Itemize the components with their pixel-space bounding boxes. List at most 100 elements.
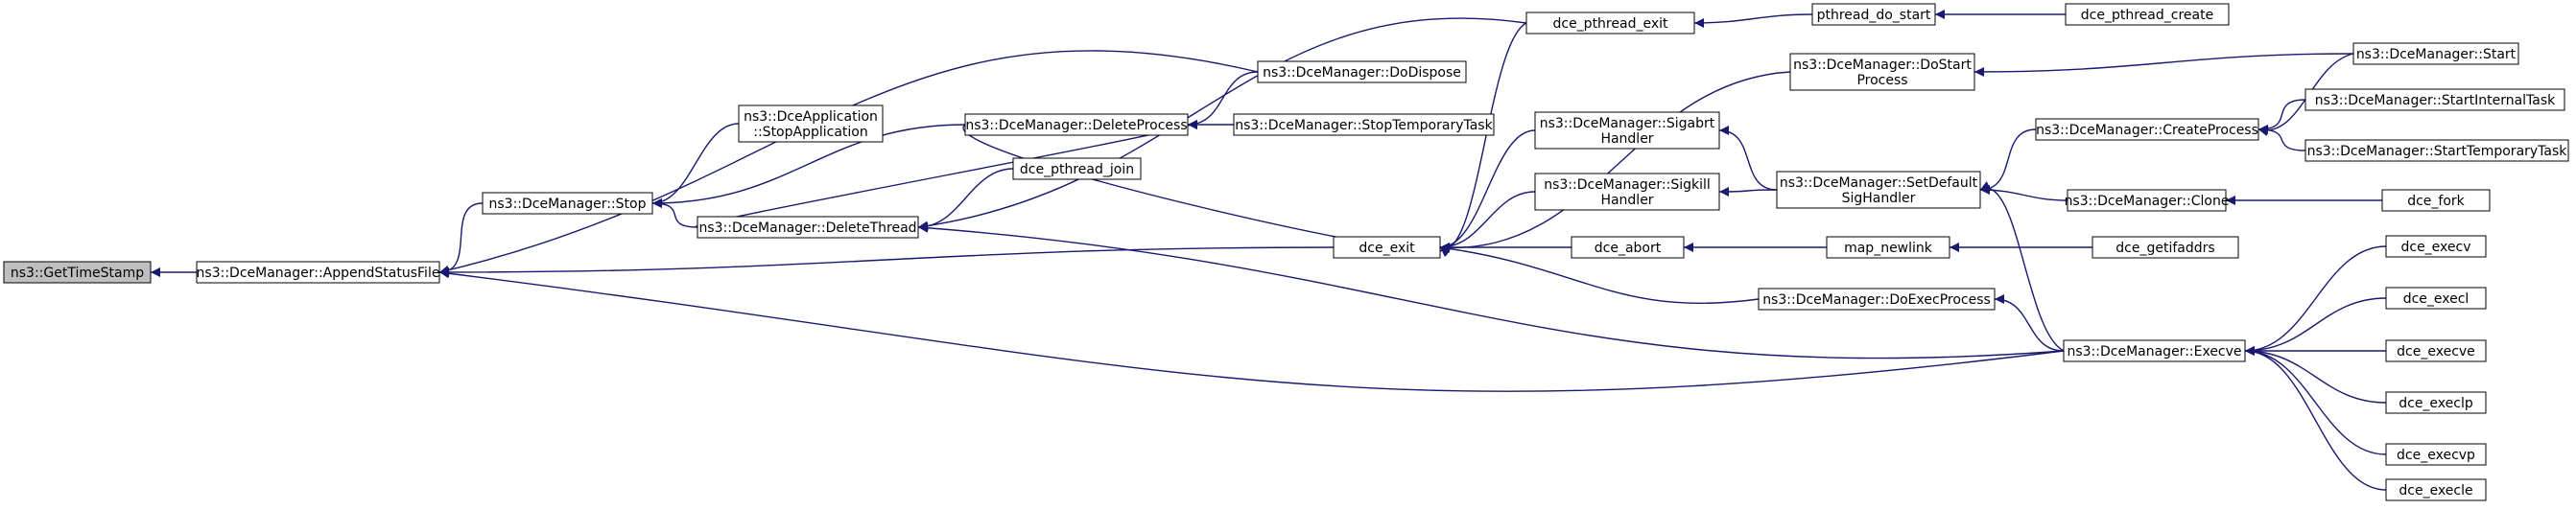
node-dce-execlp[interactable]: dce_execlp bbox=[2385, 391, 2487, 414]
node-dce-pthread-create[interactable]: dce_pthread_create bbox=[2065, 3, 2230, 26]
node-label: dce_abort bbox=[1595, 241, 1662, 256]
node-box bbox=[482, 192, 653, 215]
node-ns3-dcemanager-execve[interactable]: ns3::DceManager::Execve bbox=[2063, 339, 2246, 362]
node-label: ns3::DceManager::StartTemporaryTask bbox=[2307, 144, 2568, 159]
node-label: ns3::DceManager::DeleteProcess bbox=[965, 118, 1187, 133]
node-label: SigHandler bbox=[1842, 191, 1916, 206]
edge-n28-to-n27 bbox=[2244, 245, 2387, 356]
node-ns3-dcemanager-startinternaltask[interactable]: ns3::DceManager::StartInternalTask bbox=[2304, 88, 2565, 111]
node-box bbox=[1826, 236, 1950, 259]
node-label: ns3::DceManager::AppendStatusFile bbox=[197, 266, 440, 281]
node-label: dce_pthread_create bbox=[2081, 8, 2213, 23]
node-ns3-dcemanager-createprocess[interactable]: ns3::DceManager::CreateProcess bbox=[2035, 118, 2259, 141]
edge-n10-to-n9 bbox=[1439, 22, 1527, 256]
node-dce-exit[interactable]: dce_exit bbox=[1333, 236, 1441, 259]
node-label: map_newlink bbox=[1844, 241, 1933, 256]
edge-n16-to-n9 bbox=[1439, 191, 1536, 252]
node-box bbox=[738, 104, 884, 143]
node-label: dce_getifaddrs bbox=[2115, 241, 2214, 256]
node-dce-execve[interactable]: dce_execve bbox=[2385, 339, 2487, 362]
node-label: dce_pthread_join bbox=[1020, 162, 1134, 177]
node-label: ns3::DceManager::Stop bbox=[489, 197, 647, 212]
node-ns3-dcemanager-starttemporarytask[interactable]: ns3::DceManager::StartTemporaryTask bbox=[2304, 139, 2569, 162]
edge-n10-to-n8 bbox=[917, 17, 1527, 231]
node-dce-getifaddrs[interactable]: dce_getifaddrs bbox=[2092, 236, 2239, 259]
node-box bbox=[1534, 173, 1720, 211]
node-box bbox=[2304, 88, 2565, 111]
edge-n14-to-n13 bbox=[1973, 53, 2354, 77]
edge-n27-to-n1 bbox=[438, 268, 2065, 392]
node-dce-abort[interactable]: dce_abort bbox=[1571, 236, 1685, 259]
edge-arrow bbox=[651, 124, 966, 208]
edge-n15-to-n9 bbox=[1439, 129, 1536, 252]
node-label: pthread_do_start bbox=[1817, 8, 1931, 23]
node-label: dce_execl bbox=[2403, 291, 2470, 307]
node-label: ns3::DceManager::DeleteThread bbox=[698, 220, 916, 236]
node-ns3-dcemanager-deleteprocess[interactable]: ns3::DceManager::DeleteProcess bbox=[964, 113, 1189, 136]
node-label: ::StopApplication bbox=[753, 125, 868, 140]
node-dce-pthread-join[interactable]: dce_pthread_join bbox=[1012, 157, 1142, 180]
edge-n11-to-n10 bbox=[1693, 13, 1813, 28]
edge-arrow bbox=[1439, 129, 1536, 252]
node-box bbox=[697, 216, 919, 239]
edge-n17-to-n15 bbox=[1718, 126, 1778, 191]
node-ns3-dcemanager-dodispose[interactable]: ns3::DceManager::DoDispose bbox=[1257, 60, 1467, 83]
node-box bbox=[1333, 236, 1441, 259]
node-ns3-dcemanager-stoptemporarytask[interactable]: ns3::DceManager::StopTemporaryTask bbox=[1233, 113, 1495, 136]
edge-arrow bbox=[438, 246, 1335, 277]
node-box bbox=[2035, 118, 2259, 141]
node-ns3-dcemanager-start[interactable]: ns3::DceManager::Start bbox=[2352, 42, 2519, 65]
edge-n33-to-n27 bbox=[2244, 346, 2387, 491]
edge-n21-to-n17 bbox=[1979, 185, 2068, 201]
node-dce-execv[interactable]: dce_execv bbox=[2385, 235, 2487, 258]
edge-n5-to-n4 bbox=[651, 124, 966, 208]
node-dce-execl[interactable]: dce_execl bbox=[2385, 287, 2487, 310]
node-map-newlink[interactable]: map_newlink bbox=[1826, 236, 1950, 259]
node-dce-pthread-exit[interactable]: dce_pthread_exit bbox=[1525, 12, 1695, 35]
node-label: ns3::DceManager::StopTemporaryTask bbox=[1235, 118, 1493, 133]
node-label: ns3::DceManager::DoStart bbox=[1793, 58, 1972, 73]
node-box bbox=[1811, 3, 1936, 26]
edge-arrow bbox=[1979, 181, 2065, 352]
edge-arrow bbox=[1973, 53, 2354, 77]
node-pthread-do-start[interactable]: pthread_do_start bbox=[1811, 3, 1936, 26]
edge-arrow bbox=[651, 198, 698, 228]
node-ns3-dcemanager-clone[interactable]: ns3::DceManager::Clone bbox=[2065, 189, 2230, 212]
node-label: Handler bbox=[1600, 193, 1653, 208]
node-dce-execle[interactable]: dce_execle bbox=[2385, 478, 2487, 501]
edge-arrow bbox=[1439, 71, 1791, 253]
edge-arrow bbox=[1439, 191, 1536, 252]
node-dce-execvp[interactable]: dce_execvp bbox=[2385, 443, 2487, 466]
node-ns3-dcemanager-appendstatusfile[interactable]: ns3::DceManager::AppendStatusFile bbox=[196, 261, 440, 284]
edge-n8-to-n4 bbox=[651, 198, 698, 228]
edge-arrow bbox=[2244, 297, 2387, 356]
node-label: ns3::DceManager::DoDispose bbox=[1263, 65, 1461, 81]
edge-n3-to-n4 bbox=[651, 123, 740, 208]
node-ns3-dcemanager-deletethread[interactable]: ns3::DceManager::DeleteThread bbox=[697, 216, 919, 239]
node-label: ns3::DceManager::SetDefault bbox=[1780, 175, 1978, 191]
edge-n2-to-n5 bbox=[1187, 71, 1259, 129]
edge-n20-to-n18 bbox=[2257, 125, 2306, 151]
edge-arrow bbox=[1187, 71, 1259, 129]
edge-arrow bbox=[438, 202, 484, 277]
edge-arrow bbox=[1979, 128, 2037, 195]
edge-n17-to-n16 bbox=[1718, 186, 1778, 197]
edge-n27-to-n26 bbox=[1994, 294, 2065, 352]
edge-n32-to-n27 bbox=[2244, 346, 2387, 455]
node-box bbox=[1571, 236, 1685, 259]
edge-arrow bbox=[651, 123, 740, 208]
node-dce-fork[interactable]: dce_fork bbox=[2381, 189, 2491, 212]
node-ns3-dcemanager-doexecprocess[interactable]: ns3::DceManager::DoExecProcess bbox=[1758, 288, 1996, 311]
node-ns3-dceapplication-stopapplication[interactable]: ns3::DceApplication::StopApplication bbox=[738, 104, 884, 143]
node-ns3-dcemanager-stop[interactable]: ns3::DceManager::Stop bbox=[482, 192, 653, 215]
edge-arrow bbox=[2244, 346, 2387, 455]
node-box bbox=[2304, 139, 2569, 162]
node-box bbox=[2092, 236, 2239, 259]
edge-arrow bbox=[917, 222, 2065, 359]
node-box bbox=[196, 261, 440, 284]
edge-arrow bbox=[1994, 294, 2065, 352]
